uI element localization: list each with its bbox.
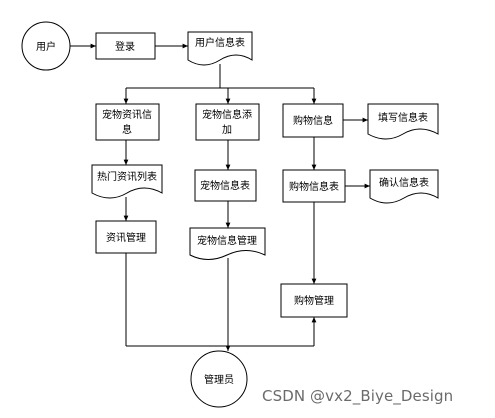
node-purchase-management: 购物管理 [280,283,348,318]
node-login: 登录 [95,32,156,60]
node-news-management: 资讯管理 [95,220,157,254]
node-user: 用户 [21,21,71,71]
node-pet-info-table: 宠物信息表 [194,169,257,202]
node-pet-news-info-label-2: 息 [122,123,132,136]
node-pet-info-management-label: 宠物信息管理 [197,234,257,247]
node-pet-news-info: 宠物资讯信 息 [95,103,160,141]
node-hot-news-list-label: 热门资讯列表 [97,170,157,183]
node-pet-info-add: 宠物信息添 加 [195,103,260,141]
node-confirm-info-table: 确认信息表 [369,169,439,204]
node-pet-info-table-label: 宠物信息表 [200,179,250,192]
node-login-label: 登录 [115,40,135,53]
node-confirm-info-table-label: 确认信息表 [379,176,429,189]
node-admin-label: 管理员 [204,373,234,386]
node-pet-info-add-label-1: 宠物信息添 [202,108,252,121]
node-purchase-info: 购物信息 [282,103,344,138]
node-pet-news-info-label-1: 宠物资讯信 [102,108,152,121]
node-user-info-table: 用户信息表 [187,31,253,66]
connectors [70,43,370,351]
node-user-label: 用户 [36,40,56,53]
node-pet-info-add-label-2: 加 [222,124,232,136]
node-user-info-table-label: 用户信息表 [195,36,245,49]
node-purchase-info-label: 购物信息 [293,114,333,127]
watermark: CSDN @vx2_Biye_Design [262,387,454,405]
node-hot-news-list: 热门资讯列表 [91,164,163,199]
node-admin: 管理员 [190,350,248,408]
node-news-management-label: 资讯管理 [106,231,146,244]
node-purchase-management-label: 购物管理 [294,294,334,307]
node-pet-info-management: 宠物信息管理 [189,227,266,260]
node-fill-info-table-label: 填写信息表 [378,111,428,124]
node-purchase-info-table-label: 购物信息表 [289,180,339,193]
node-fill-info-table: 填写信息表 [367,103,439,140]
node-purchase-info-table: 购物信息表 [282,169,346,203]
